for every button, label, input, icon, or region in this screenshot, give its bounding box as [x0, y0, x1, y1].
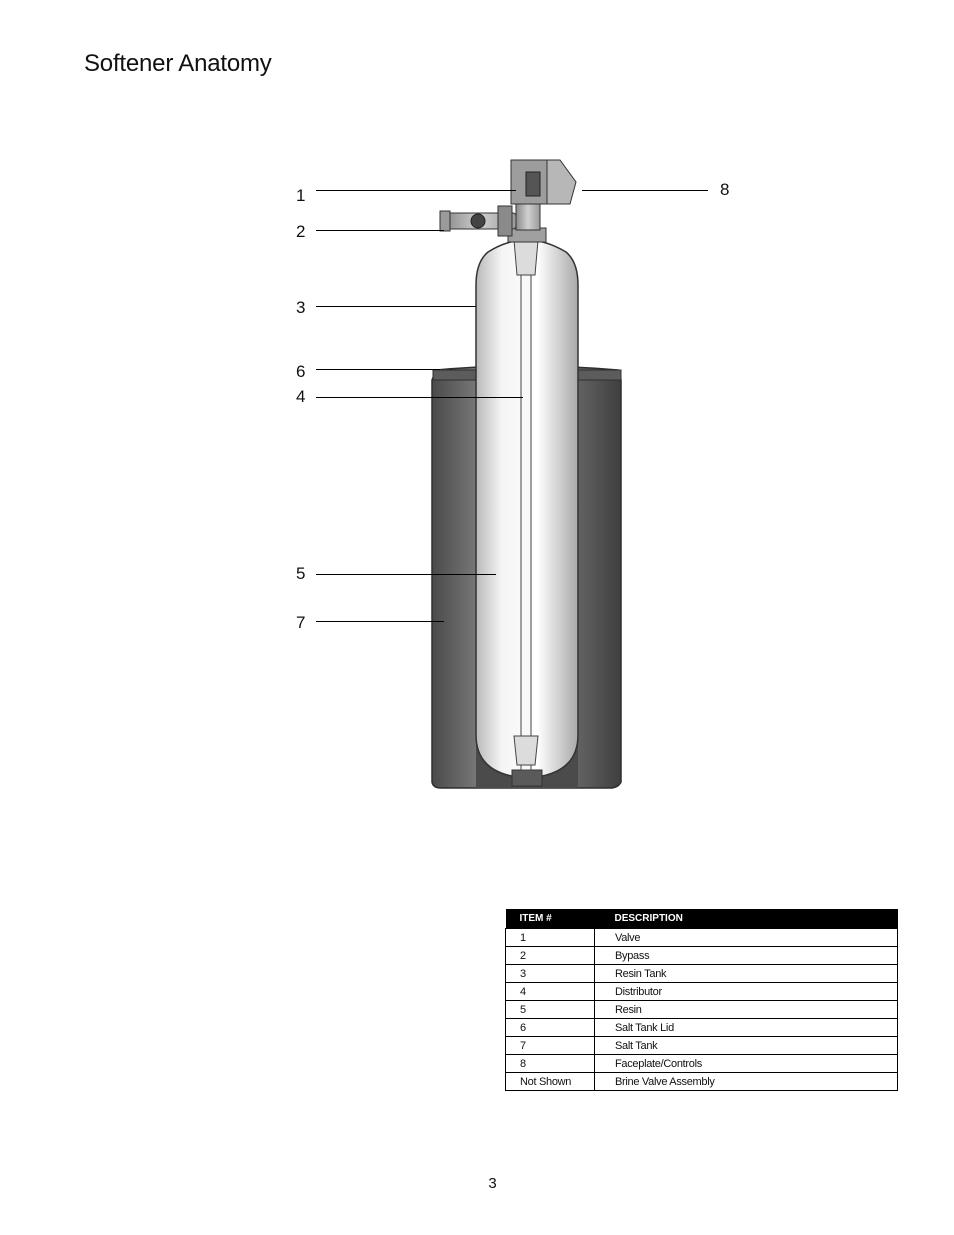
callout-3: 3: [296, 298, 306, 317]
callout-1: 1: [296, 186, 306, 205]
table-row: Not Shown Brine Valve Assembly: [505, 1072, 898, 1091]
table-row: 3 Resin Tank: [505, 964, 898, 983]
column-header-item: ITEM #: [505, 909, 595, 929]
item-number: 5: [505, 1000, 595, 1019]
item-number: 6: [505, 1018, 595, 1037]
table-row: 2 Bypass: [505, 946, 898, 965]
parts-table: ITEM # DESCRIPTION 1 Valve 2 Bypass 3 Re…: [505, 909, 898, 1091]
item-number: 7: [505, 1036, 595, 1055]
callout-5: 5: [296, 564, 306, 583]
item-description: Bypass: [594, 946, 898, 965]
item-description: Salt Tank Lid: [594, 1018, 898, 1037]
page-number: 3: [488, 1175, 497, 1192]
table-row: 7 Salt Tank: [505, 1036, 898, 1055]
table-header-row: ITEM # DESCRIPTION: [505, 909, 898, 929]
item-description: Salt Tank: [594, 1036, 898, 1055]
item-description: Faceplate/Controls: [594, 1054, 898, 1073]
item-number: 3: [505, 964, 595, 983]
leader-lines: [316, 190, 708, 622]
distributor-tube: [513, 239, 539, 771]
table-row: 4 Distributor: [505, 982, 898, 1001]
callout-6: 6: [296, 362, 306, 381]
item-description: Valve: [594, 928, 898, 947]
item-description: Resin: [594, 1000, 898, 1019]
item-description: Brine Valve Assembly: [594, 1072, 898, 1091]
item-number: 8: [505, 1054, 595, 1073]
column-header-description: DESCRIPTION: [594, 909, 898, 929]
callout-2: 2: [296, 222, 306, 241]
item-number: 2: [505, 946, 595, 965]
item-number: Not Shown: [505, 1072, 595, 1091]
page-title: Softener Anatomy: [84, 50, 272, 77]
item-description: Resin Tank: [594, 964, 898, 983]
callout-8: 8: [720, 180, 730, 199]
table-row: 6 Salt Tank Lid: [505, 1018, 898, 1037]
softener-diagram: [316, 159, 708, 789]
table-row: 5 Resin: [505, 1000, 898, 1019]
item-number: 1: [505, 928, 595, 947]
item-number: 4: [505, 982, 595, 1001]
bypass-valve: [439, 205, 517, 237]
callout-4: 4: [296, 387, 306, 406]
table-row: 1 Valve: [505, 928, 898, 947]
control-valve: [507, 159, 577, 243]
table-row: 8 Faceplate/Controls: [505, 1054, 898, 1073]
item-description: Distributor: [594, 982, 898, 1001]
callout-7: 7: [296, 613, 306, 632]
